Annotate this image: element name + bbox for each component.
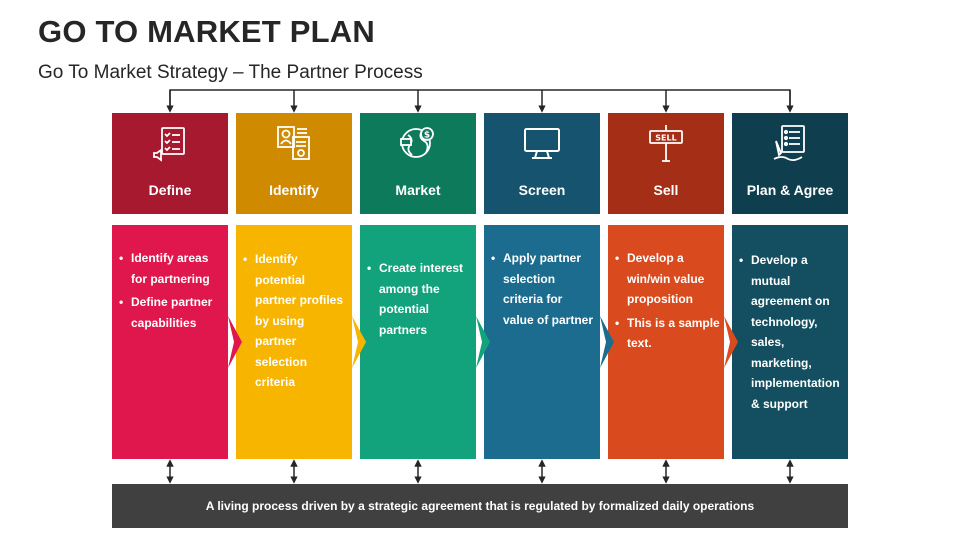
step-sell-card: Develop a win/win value proposition This… bbox=[608, 225, 724, 459]
step-plan-agree-card: Develop a mutual agreement on technology… bbox=[732, 225, 848, 459]
bullet-item: Develop a win/win value proposition bbox=[614, 248, 720, 310]
chevron-arrow-icon bbox=[228, 316, 242, 368]
monitor-icon bbox=[524, 128, 560, 159]
chevron-arrow-icon bbox=[724, 316, 738, 368]
step-define-header: Define bbox=[112, 113, 228, 214]
step-label: Identify bbox=[269, 182, 319, 198]
svg-text:$: $ bbox=[424, 131, 430, 141]
chevron-arrow-icon bbox=[352, 316, 366, 368]
bullet-item: This is a sample text. bbox=[614, 313, 720, 354]
checklist-speaker-icon bbox=[153, 127, 185, 162]
bullet-item: Identify potential partner profiles by u… bbox=[242, 249, 348, 393]
bullet-item: Apply partner selection criteria for val… bbox=[490, 248, 596, 330]
bullet-item: Define partner capabilities bbox=[118, 292, 224, 333]
step-label: Plan & Agree bbox=[746, 182, 834, 198]
sell-sign-text: SELL bbox=[655, 134, 676, 143]
chevron-arrow-icon bbox=[476, 316, 490, 368]
step-label: Screen bbox=[518, 182, 566, 198]
step-label: Market bbox=[395, 182, 441, 198]
step-market-card: Create interest among the potential part… bbox=[360, 225, 476, 459]
profile-documents-icon bbox=[277, 126, 310, 160]
step-sell-header: SELL Sell bbox=[608, 113, 724, 214]
step-label: Sell bbox=[653, 182, 679, 198]
bullet-item: Identify areas for partnering bbox=[118, 248, 224, 289]
step-market-header: $ Market bbox=[360, 113, 476, 214]
step-screen-header: Screen bbox=[484, 113, 600, 214]
sell-sign-icon: SELL bbox=[649, 125, 683, 162]
footer-bar: A living process driven by a strategic a… bbox=[112, 484, 848, 528]
chevron-arrow-icon bbox=[600, 316, 614, 368]
step-plan-agree-header: Plan & Agree bbox=[732, 113, 848, 214]
bullet-item: Create interest among the potential part… bbox=[366, 258, 472, 340]
step-identify-header: Identify bbox=[236, 113, 352, 214]
contract-pen-icon bbox=[773, 125, 805, 162]
step-screen-card: Apply partner selection criteria for val… bbox=[484, 225, 600, 459]
step-label: Define bbox=[148, 182, 192, 198]
page-title: GO TO MARKET PLAN bbox=[38, 14, 375, 49]
globe-dollar-icon: $ bbox=[400, 127, 434, 158]
page-subtitle: Go To Market Strategy – The Partner Proc… bbox=[38, 62, 423, 83]
bullet-item: Develop a mutual agreement on technology… bbox=[738, 250, 844, 414]
top-connector-line bbox=[169, 89, 791, 108]
step-define-card: Identify areas for partnering Define par… bbox=[112, 225, 228, 459]
step-identify-card: Identify potential partner profiles by u… bbox=[236, 225, 352, 459]
